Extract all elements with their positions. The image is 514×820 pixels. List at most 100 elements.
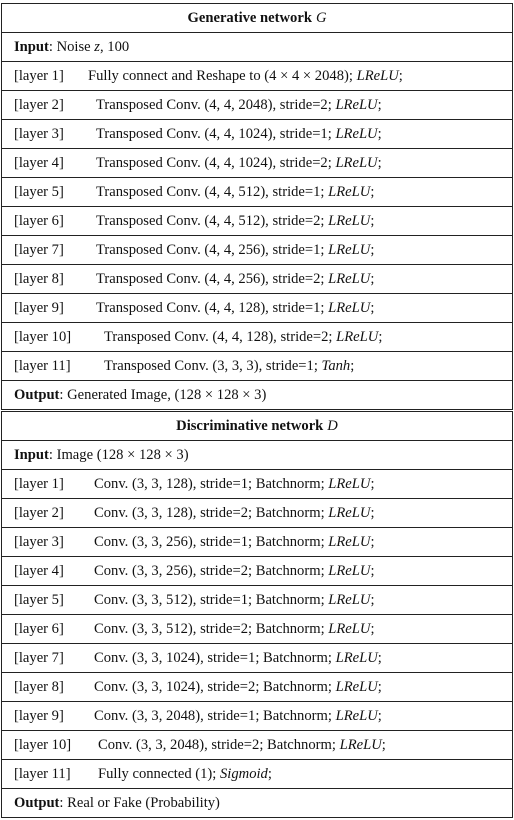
discriminator-symbol: D xyxy=(327,418,338,434)
layer-activation: LReLU xyxy=(328,592,371,608)
layer-end: ; xyxy=(370,534,375,550)
layer-label: [layer 9] xyxy=(14,300,64,316)
layer-op: Conv. (3, 3, 256), stride=1; Batchnorm; xyxy=(94,534,325,550)
layer-label: [layer 8] xyxy=(14,271,64,287)
layer-end: ; xyxy=(267,766,272,782)
layer-cell: [layer 10]Conv. (3, 3, 2048), stride=2; … xyxy=(1,730,513,760)
discriminator-output: Output: Real or Fake (Probability) xyxy=(1,788,513,818)
generator-input-key: Input xyxy=(14,39,49,55)
table-row: [layer 10]Conv. (3, 3, 2048), stride=2; … xyxy=(1,730,513,760)
layer-label: [layer 8] xyxy=(14,679,64,695)
layer-cell: [layer 8]Conv. (3, 3, 1024), stride=2; B… xyxy=(1,672,513,702)
layer-op: Conv. (3, 3, 128), stride=1; Batchnorm; xyxy=(94,476,325,492)
table-row: [layer 6]Conv. (3, 3, 512), stride=2; Ba… xyxy=(1,614,513,644)
table-row: [layer 11]Fully connected (1); Sigmoid; xyxy=(1,759,513,789)
layer-activation: LReLU xyxy=(335,650,378,666)
layer-end: ; xyxy=(370,592,375,608)
layer-cell: [layer 2] Transposed Conv. (4, 4, 2048), … xyxy=(1,90,513,120)
discriminator-output-value: : Real or Fake (Probability) xyxy=(59,795,220,811)
layer-end: ; xyxy=(350,358,355,374)
discriminator-input-value: : Image (128 × 128 × 3) xyxy=(48,447,189,463)
table-row: [layer 7] Conv. (3, 3, 1024), stride=1; B… xyxy=(1,643,513,673)
layer-op: Transposed Conv. (3, 3, 3), stride=1; xyxy=(104,358,318,374)
table-row: [layer 9]Conv. (3, 3, 2048), stride=1; B… xyxy=(1,701,513,731)
generator-input-row: Input: Noise z, 100 xyxy=(1,32,513,62)
layer-activation: LReLU xyxy=(328,476,371,492)
layer-activation: LReLU xyxy=(335,126,378,142)
table-row: [layer 3] Conv. (3, 3, 256), stride=1; Ba… xyxy=(1,527,513,557)
layer-op: Transposed Conv. (4, 4, 1024), stride=1; xyxy=(96,126,332,142)
generator-output-value: : Generated Image, (128 × 128 × 3) xyxy=(59,387,267,403)
layer-op: Conv. (3, 3, 1024), stride=1; Batchnorm; xyxy=(94,650,332,666)
layer-label: [layer 4] xyxy=(14,155,64,171)
layer-end: ; xyxy=(370,476,375,492)
discriminator-input-row: Input: Image (128 × 128 × 3) xyxy=(1,440,513,470)
layer-activation: LReLU xyxy=(328,563,371,579)
layer-end: ; xyxy=(370,184,375,200)
generator-output: Output: Generated Image, (128 × 128 × 3) xyxy=(1,380,513,412)
layer-label: [layer 6] xyxy=(14,213,64,229)
generator-output-key: Output xyxy=(14,387,60,403)
generator-input-value: : Noise xyxy=(48,39,95,55)
layer-op: Transposed Conv. (4, 4, 256), stride=2; xyxy=(96,271,325,287)
table-row: [layer 5]Transposed Conv. (4, 4, 512), s… xyxy=(1,177,513,207)
layer-activation: LReLU xyxy=(328,300,371,316)
table-row: [layer 8]Conv. (3, 3, 1024), stride=2; B… xyxy=(1,672,513,702)
table-row: [layer 5]Conv. (3, 3, 512), stride=1; Ba… xyxy=(1,585,513,615)
layer-op: Transposed Conv. (4, 4, 2048), stride=2; xyxy=(96,97,332,113)
layer-end: ; xyxy=(370,505,375,521)
layer-label: [layer 3] xyxy=(14,534,64,550)
layer-activation: LReLU xyxy=(328,621,371,637)
generator-symbol: G xyxy=(315,10,327,26)
layer-label: [layer 5] xyxy=(14,592,64,608)
layer-label: [layer 7] xyxy=(14,650,64,666)
generator-input: Input: Noise z, 100 xyxy=(1,32,513,62)
layer-end: ; xyxy=(377,155,382,171)
layer-op: Transposed Conv. (4, 4, 128), stride=2; xyxy=(104,329,333,345)
layer-activation: LReLU xyxy=(328,213,371,229)
table-row: [layer 10]Transposed Conv. (4, 4, 128), … xyxy=(1,322,513,352)
layer-end: ; xyxy=(377,679,382,695)
layer-op: Conv. (3, 3, 2048), stride=2; Batchnorm; xyxy=(98,737,336,753)
layer-activation: LReLU xyxy=(335,679,378,695)
discriminator-output-row: Output: Real or Fake (Probability) xyxy=(1,788,513,818)
table-row: [layer 6]Transposed Conv. (4, 4, 512), s… xyxy=(1,206,513,236)
layer-cell: [layer 6]Conv. (3, 3, 512), stride=2; Ba… xyxy=(1,614,513,644)
layer-activation: LReLU xyxy=(328,505,371,521)
table-row: [layer 7]Transposed Conv. (4, 4, 256), s… xyxy=(1,235,513,265)
layer-label: [layer 2] xyxy=(14,97,64,113)
layer-cell: [layer 7] Conv. (3, 3, 1024), stride=1; B… xyxy=(1,643,513,673)
layer-cell: [layer 1]Fully connect and Reshape to (4… xyxy=(1,61,513,91)
table-row: [layer 3]Transposed Conv. (4, 4, 1024), … xyxy=(1,119,513,149)
table-row: [layer 8] Transposed Conv. (4, 4, 256), s… xyxy=(1,264,513,294)
discriminator-title: Discriminative network xyxy=(176,418,324,434)
layer-end: ; xyxy=(370,271,375,287)
layer-activation: LReLU xyxy=(335,155,378,171)
layer-label: [layer 9] xyxy=(14,708,64,724)
layer-cell: [layer 5]Transposed Conv. (4, 4, 512), s… xyxy=(1,177,513,207)
table-row: [layer 2]Conv. (3, 3, 128), stride=2; Ba… xyxy=(1,498,513,528)
layer-end: ; xyxy=(377,650,382,666)
layer-activation: LReLU xyxy=(335,97,378,113)
layer-cell: [layer 3] Conv. (3, 3, 256), stride=1; Ba… xyxy=(1,527,513,557)
layer-end: ; xyxy=(370,300,375,316)
layer-activation: LReLU xyxy=(356,68,399,84)
table-row: [layer 9]Transposed Conv. (4, 4, 128), s… xyxy=(1,293,513,323)
layer-label: [layer 11] xyxy=(14,358,71,374)
layer-cell: [layer 11]Fully connected (1); Sigmoid; xyxy=(1,759,513,789)
table-row: [layer 1]Conv. (3, 3, 128), stride=1; Ba… xyxy=(1,469,513,499)
generator-input-rest: , 100 xyxy=(99,39,130,55)
layer-label: [layer 5] xyxy=(14,184,64,200)
layer-cell: [layer 7]Transposed Conv. (4, 4, 256), s… xyxy=(1,235,513,265)
layer-activation: LReLU xyxy=(339,737,382,753)
layer-end: ; xyxy=(370,242,375,258)
generator-title: Generative network xyxy=(187,10,312,26)
layer-cell: [layer 2]Conv. (3, 3, 128), stride=2; Ba… xyxy=(1,498,513,528)
layer-op: Conv. (3, 3, 128), stride=2; Batchnorm; xyxy=(94,505,325,521)
generator-input-var: z xyxy=(94,39,100,55)
layer-activation: Tanh xyxy=(321,358,351,374)
layer-activation: LReLU xyxy=(328,184,371,200)
